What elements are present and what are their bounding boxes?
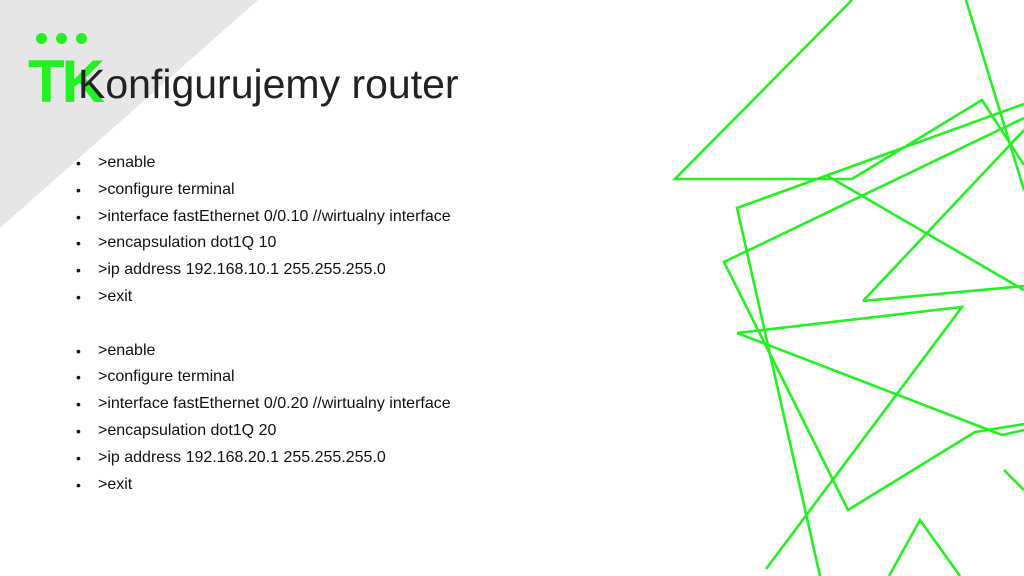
list-item-text: >enable — [98, 154, 156, 171]
bullet-icon: • — [76, 369, 81, 386]
list-item: • >ip address 192.168.20.1 255.255.255.0 — [76, 445, 636, 472]
bullet-icon: • — [76, 396, 81, 413]
list-item-text: >configure terminal — [98, 180, 235, 198]
bullet-icon: • — [76, 288, 81, 305]
bullet-icon: • — [76, 208, 81, 225]
list-item-text: >enable — [98, 341, 156, 359]
list-item-text: >interface fastEthernet 0/0.20 //wirtual… — [98, 395, 451, 413]
list-item: • >configure terminal — [76, 177, 636, 204]
list-item-text: >exit — [98, 287, 133, 305]
slide-title: Konfigurujemy router — [78, 61, 459, 107]
bullet-icon: • — [76, 155, 81, 171]
logo-text: TK — [28, 48, 105, 115]
list-item: • >configure terminal — [76, 364, 636, 391]
list-item-text: >encapsulation dot1Q 10 — [98, 234, 277, 252]
bullet-icon: • — [76, 422, 81, 439]
list-item: • >ip address 192.168.10.1 255.255.255.0 — [76, 257, 636, 284]
list-item-text: >configure terminal — [98, 368, 235, 386]
bullet-icon: • — [76, 262, 81, 279]
tk-logo: TK — [28, 30, 105, 115]
corner-background-shape — [0, 0, 258, 228]
list-item: • >interface fastEthernet 0/0.10 //wirtua… — [76, 204, 636, 231]
logo-dot — [36, 33, 47, 44]
logo-dot — [56, 33, 67, 44]
list-item-text: >ip address 192.168.20.1 255.255.255.0 — [98, 448, 386, 466]
list-item: • >interface fastEthernet 0/0.20 //wirtua… — [76, 391, 636, 418]
list-item-text: >interface fastEthernet 0/0.10 //wirtual… — [98, 207, 451, 225]
list-item: • >encapsulation dot1Q 10 — [76, 230, 636, 257]
list-item: • >exit — [76, 472, 636, 499]
bullet-list: • >enable • >configure terminal • >interface … — [76, 150, 636, 498]
list-item-text: >encapsulation dot1Q 20 — [98, 421, 277, 439]
list-item-text: >ip address 192.168.10.1 255.255.255.0 — [98, 261, 386, 279]
list-item: • >enable — [76, 338, 636, 365]
bullet-icon: • — [76, 476, 81, 493]
logo-dot — [76, 33, 87, 44]
list-item-text: >exit — [98, 475, 133, 493]
bullet-icon: • — [76, 235, 81, 252]
list-item: • >exit — [76, 284, 636, 311]
bullet-icon: • — [76, 449, 81, 466]
list-item: • >enable — [76, 150, 636, 177]
list-item: • >encapsulation dot1Q 20 — [76, 418, 636, 445]
bullet-icon: • — [76, 342, 81, 359]
bullet-icon: • — [76, 181, 81, 198]
